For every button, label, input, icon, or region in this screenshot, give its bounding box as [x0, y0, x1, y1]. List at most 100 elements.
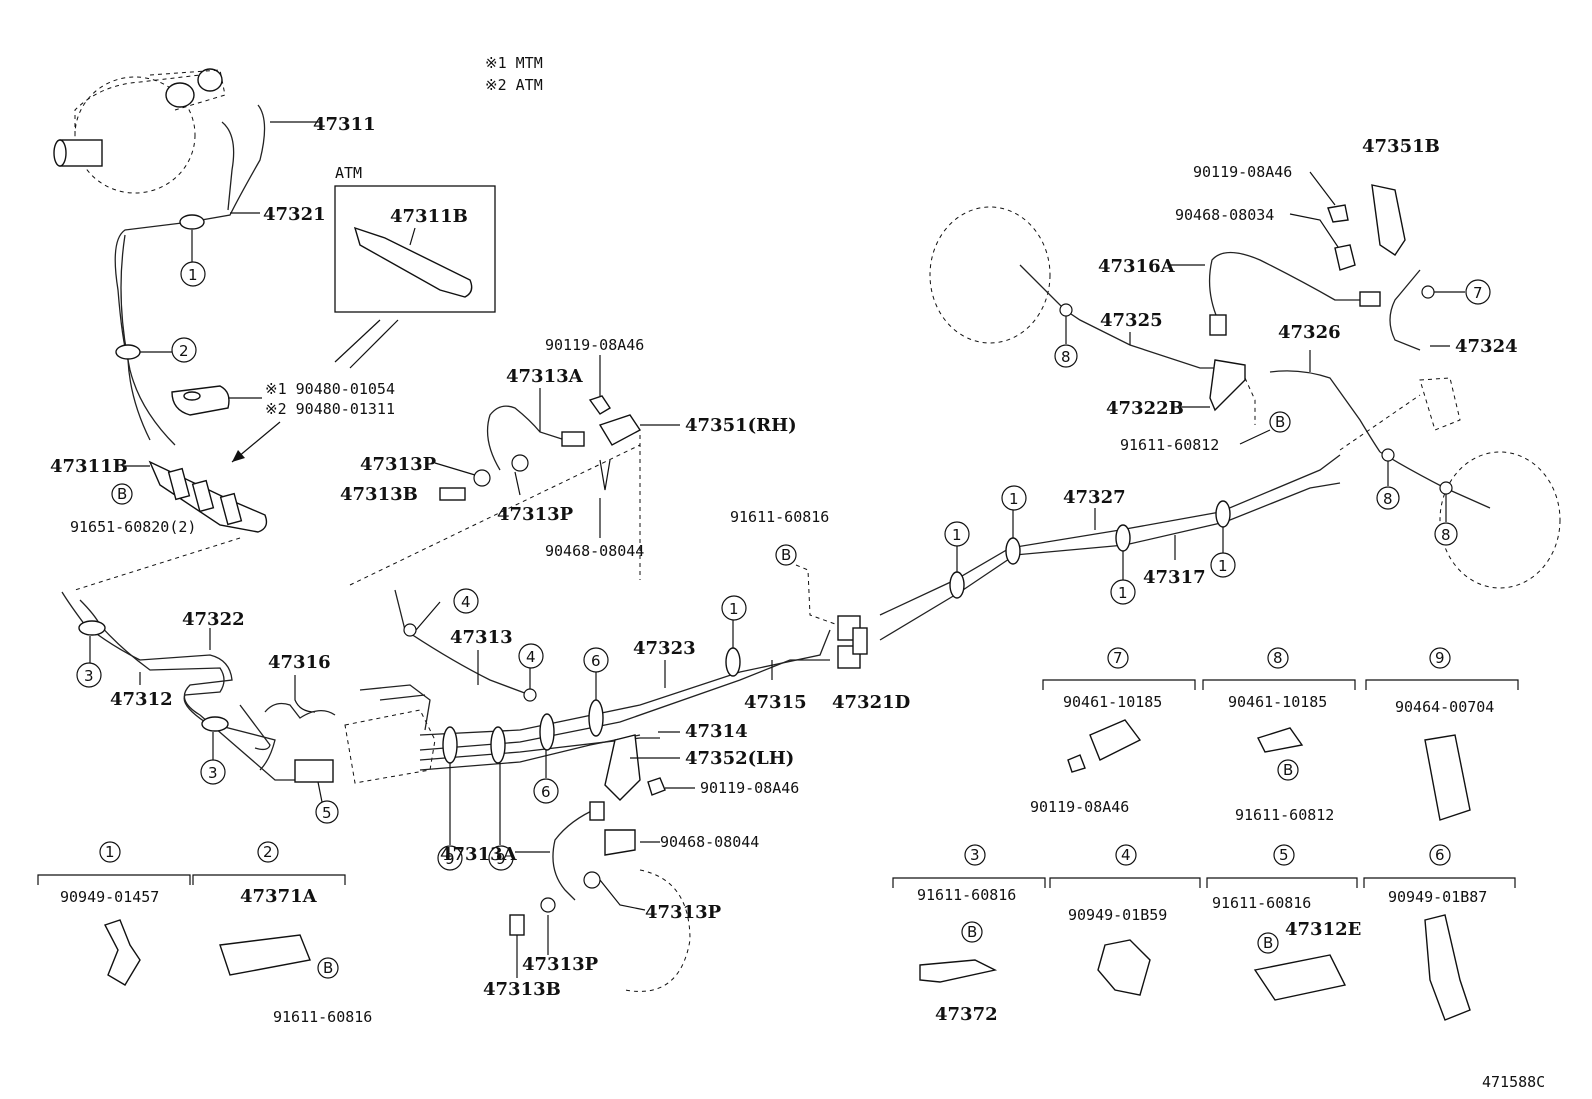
- master-cylinder: [53, 68, 226, 194]
- callout-3b: 3: [208, 764, 218, 782]
- callout-6a: 6: [541, 783, 551, 801]
- note-atm: ※2 ATM: [485, 76, 543, 94]
- callout-4b: 4: [526, 648, 536, 666]
- label-47314: 47314: [685, 721, 748, 742]
- label-47316a: 47316A: [1098, 256, 1176, 277]
- label-90119-a: 90119-08A46: [545, 336, 644, 354]
- legend-7-num: 7: [1113, 649, 1123, 667]
- bolt-mark-3: B: [1275, 413, 1285, 431]
- label-90119-c: 90119-08A46: [1193, 163, 1292, 181]
- legend-7-part: 90461-10185: [1063, 693, 1162, 711]
- label-91611-60816-mid: 91611-60816: [730, 508, 829, 526]
- label-47313: 47313: [450, 627, 513, 648]
- atm-bracket: [353, 226, 473, 298]
- label-47313b-a: 47313B: [340, 484, 418, 505]
- legend-4-part: 90949-01B59: [1068, 906, 1167, 924]
- callout-3a: 3: [84, 667, 94, 685]
- legend-5-num: 5: [1279, 846, 1289, 864]
- callout-9b: 9: [496, 850, 506, 868]
- callout-1b: 1: [729, 600, 739, 618]
- legend-2-num: 2: [263, 843, 273, 861]
- callout-9a: 9: [445, 850, 455, 868]
- label-90480-01054: ※1 90480-01054: [265, 380, 395, 398]
- figure-id: 471588C: [1482, 1073, 1545, 1091]
- label-47317: 47317: [1143, 567, 1206, 588]
- label-47326: 47326: [1278, 322, 1341, 343]
- legend-4: 4 90949-01B59: [1049, 844, 1201, 996]
- label-47323: 47323: [633, 638, 696, 659]
- legend-5-part: 91611-60816: [1212, 894, 1311, 912]
- legend-8-bolt: 91611-60812: [1235, 806, 1334, 824]
- label-47322: 47322: [182, 609, 245, 630]
- legend-7-bolt: 90119-08A46: [1030, 798, 1129, 816]
- callout-8c: 8: [1441, 526, 1451, 544]
- callout-2a: 2: [179, 342, 189, 360]
- atm-box: [334, 185, 496, 313]
- callout-1f: 1: [1218, 557, 1228, 575]
- atm-box-part: 47311B: [390, 206, 468, 227]
- label-47313a-top: 47313A: [506, 366, 584, 387]
- legend-2-bolt: 91611-60816: [273, 1008, 372, 1026]
- callout-1a: 1: [188, 266, 198, 284]
- bolt-mark-5: B: [967, 923, 977, 941]
- callout-1e: 1: [1118, 584, 1128, 602]
- bolt-mark-7: B: [1283, 761, 1293, 779]
- bolt-mark-1: B: [117, 485, 127, 503]
- legend-6-part: 90949-01B87: [1388, 888, 1487, 906]
- legend-7: 7 90461-10185 90119-08A46: [1030, 647, 1196, 816]
- callout-8a: 8: [1061, 348, 1071, 366]
- clip-5: [294, 759, 334, 783]
- label-90468-08044-a: 90468-08044: [545, 542, 644, 560]
- label-47313p-a: 47313P: [360, 454, 437, 475]
- legend-1-num: 1: [105, 843, 115, 861]
- legend-6: 6 90949-01B87: [1363, 844, 1516, 1021]
- legend-8-num: 8: [1273, 649, 1283, 667]
- label-47316: 47316: [268, 652, 331, 673]
- label-47312: 47312: [110, 689, 173, 710]
- bracket-47352: [604, 734, 641, 801]
- label-47321d: 47321D: [832, 692, 910, 713]
- legend-3-num: 3: [970, 846, 980, 864]
- bolt-mark-6: B: [1263, 934, 1273, 952]
- label-90468-08034: 90468-08034: [1175, 206, 1274, 224]
- legend-2-part: 47371A: [240, 886, 318, 907]
- callout-8b: 8: [1383, 490, 1393, 508]
- label-47313p-d: 47313P: [522, 954, 599, 975]
- label-47313p-c: 47313P: [645, 902, 722, 923]
- label-47352-lh: 47352(LH): [685, 748, 794, 769]
- rear-wheel-drum: [929, 206, 1561, 589]
- label-91651-60820: 91651-60820(2): [70, 518, 196, 536]
- legend-3: 3 91611-60816 B 47372: [892, 844, 1046, 1025]
- callout-5a: 5: [322, 804, 332, 822]
- callout-4a: 4: [461, 593, 471, 611]
- legend-2: 2 47371A B 91611-60816: [192, 841, 372, 1026]
- label-47351b: 47351B: [1362, 136, 1440, 157]
- label-47321: 47321: [263, 204, 326, 225]
- label-47313b-b: 47313B: [483, 979, 561, 1000]
- label-47351-rh: 47351(RH): [685, 415, 797, 436]
- label-90480-01311: ※2 90480-01311: [265, 400, 395, 418]
- label-47313p-b: 47313P: [497, 504, 574, 525]
- legend-5-sub: 47312E: [1285, 919, 1361, 940]
- callout-6b: 6: [591, 652, 601, 670]
- legend-3-part: 91611-60816: [917, 886, 1016, 904]
- label-47313a-bot: 47313A: [440, 844, 518, 865]
- legend-4-num: 4: [1121, 846, 1131, 864]
- label-47322b: 47322B: [1106, 398, 1184, 419]
- callout-7a: 7: [1473, 284, 1483, 302]
- legend-3-sub: 47372: [935, 1004, 998, 1025]
- bolt-mark-4: B: [323, 959, 333, 977]
- legend-9-part: 90464-00704: [1395, 698, 1494, 716]
- label-91611-60812-top: 91611-60812: [1120, 436, 1219, 454]
- label-47327: 47327: [1063, 487, 1126, 508]
- legend-9-num: 9: [1435, 649, 1445, 667]
- legend-9: 9 90464-00704: [1365, 647, 1519, 821]
- legend-8-part: 90461-10185: [1228, 693, 1327, 711]
- junction-47321d: [837, 615, 868, 669]
- legend-1: 1 90949-01457: [37, 841, 191, 986]
- label-90119-b: 90119-08A46: [700, 779, 799, 797]
- callout-1d: 1: [1009, 490, 1019, 508]
- label-47325: 47325: [1100, 310, 1163, 331]
- atm-box-title: ATM: [335, 164, 362, 182]
